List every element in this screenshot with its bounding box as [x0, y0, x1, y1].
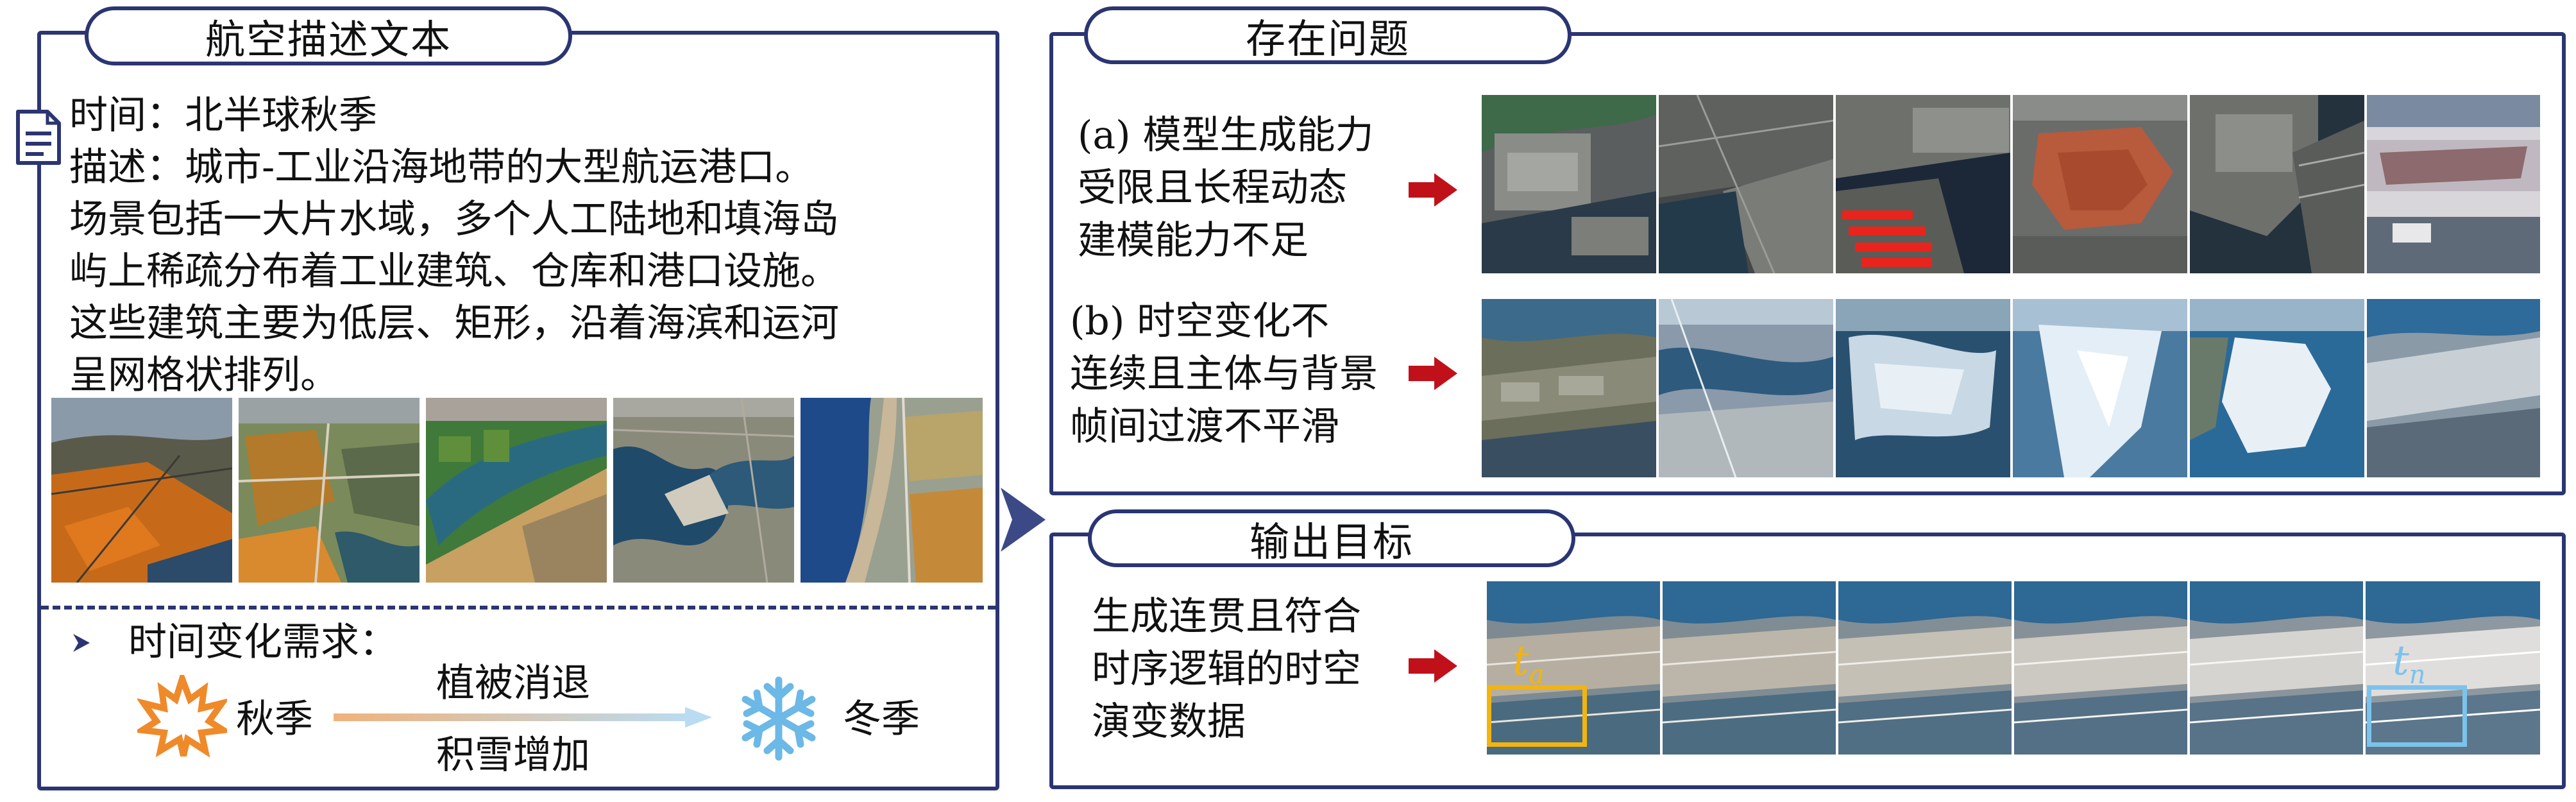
document-icon [16, 110, 61, 165]
problem-a-tile-6 [2367, 95, 2540, 273]
description-line-6: 呈网格状排列。 [69, 353, 339, 398]
t-n-label: tn [2393, 640, 2425, 695]
problem-b-tile-3 [1836, 299, 2010, 477]
autumn-tile-5 [801, 398, 983, 583]
description-text: 时间：北半球秋季 描述：城市-工业沿海地带的大型航运港口。 场景包括一大片水域，… [69, 90, 987, 402]
change-top: 植被消退 [436, 661, 590, 706]
problems-title-text: 存在问题 [1245, 15, 1410, 62]
problem-a-line-2: 受限且长程动态 [1078, 166, 1347, 210]
goal-line-1: 生成连贯且符合 [1092, 594, 1361, 639]
requirement-label: 时间变化需求： [128, 620, 398, 665]
goal-line-3: 演变数据 [1092, 699, 1246, 744]
goal-title-text: 输出目标 [1249, 518, 1414, 565]
flow-chevron [1001, 488, 1046, 552]
problem-a-text: (a) 模型生成能力 受限且长程动态 建模能力不足 [1078, 109, 1424, 267]
problem-b-line-3: 帧间过渡不平滑 [1070, 404, 1339, 449]
snowflake-icon [741, 676, 816, 761]
goal-tile-2 [1663, 581, 1836, 755]
triangle-bullet-icon [73, 634, 90, 652]
problem-a-line-3: 建模能力不足 [1078, 218, 1309, 263]
problem-b-strip [1482, 299, 2540, 477]
description-title: 航空描述文本 [85, 6, 572, 65]
t-n-text: t [2393, 637, 2409, 685]
problem-a-tile-3 [1836, 95, 2010, 273]
goal-text: 生成连贯且符合 时序逻辑的时空 演变数据 [1092, 590, 1412, 748]
problem-a-strip [1482, 95, 2540, 273]
description-title-text: 航空描述文本 [205, 16, 452, 63]
description-line-2: 描述：城市-工业沿海地带的大型航运港口。 [69, 145, 814, 190]
goal-arrow [1409, 649, 1457, 683]
autumn-tile-4 [613, 398, 794, 583]
problem-b-tile-2 [1659, 299, 1833, 477]
problem-b-arrow [1409, 357, 1457, 390]
problem-b-tile-1 [1482, 299, 1656, 477]
problem-b-tile-5 [2190, 299, 2364, 477]
description-line-1: 时间：北半球秋季 [69, 93, 377, 138]
season-from: 秋季 [236, 697, 313, 742]
t-n-sub: n [2409, 660, 2426, 690]
goal-tile-5 [2190, 581, 2363, 755]
problem-a-line-1: (a) 模型生成能力 [1078, 113, 1374, 158]
goal-tile-6 [2366, 581, 2540, 755]
season-to: 冬季 [843, 697, 920, 742]
change-bottom: 积雪增加 [436, 733, 590, 778]
goal-tile-3 [1838, 581, 2012, 755]
problems-title: 存在问题 [1084, 6, 1572, 64]
problem-b-line-2: 连续且主体与背景 [1070, 352, 1378, 397]
maple-leaf-icon [137, 675, 227, 758]
t-a-box [1487, 685, 1587, 747]
problem-a-arrow [1409, 173, 1457, 207]
problem-b-tile-6 [2367, 299, 2540, 477]
problem-b-text: (b) 时空变化不 连续且主体与背景 帧间过渡不平滑 [1070, 295, 1429, 453]
problem-b-tile-4 [2013, 299, 2187, 477]
goal-title: 输出目标 [1088, 509, 1575, 567]
problem-b-line-1: (b) 时空变化不 [1070, 299, 1330, 344]
t-a-sub: a [1529, 660, 1545, 690]
goal-line-2: 时序逻辑的时空 [1092, 647, 1361, 692]
description-line-5: 这些建筑主要为低层、矩形，沿着海滨和运河 [69, 301, 839, 346]
t-a-text: t [1513, 637, 1529, 685]
t-n-box [2367, 685, 2467, 747]
transition-arrow [334, 707, 712, 728]
autumn-tile-1 [51, 398, 232, 583]
t-a-label: ta [1513, 640, 1545, 695]
problem-a-tile-1 [1482, 95, 1656, 273]
goal-tile-1 [1487, 581, 1660, 755]
goal-tile-4 [2014, 581, 2187, 755]
goal-strip: ta tn [1487, 581, 2540, 755]
divider [41, 606, 996, 610]
description-line-4: 屿上稀疏分布着工业建筑、仓库和港口设施。 [69, 249, 839, 294]
description-line-3: 场景包括一大片水域，多个人工陆地和填海岛 [69, 197, 839, 242]
autumn-image-strip [51, 398, 983, 583]
autumn-tile-3 [426, 398, 607, 583]
problem-a-tile-5 [2190, 95, 2364, 273]
problem-a-tile-2 [1659, 95, 1833, 273]
autumn-tile-2 [239, 398, 419, 583]
problem-a-tile-4 [2013, 95, 2187, 273]
